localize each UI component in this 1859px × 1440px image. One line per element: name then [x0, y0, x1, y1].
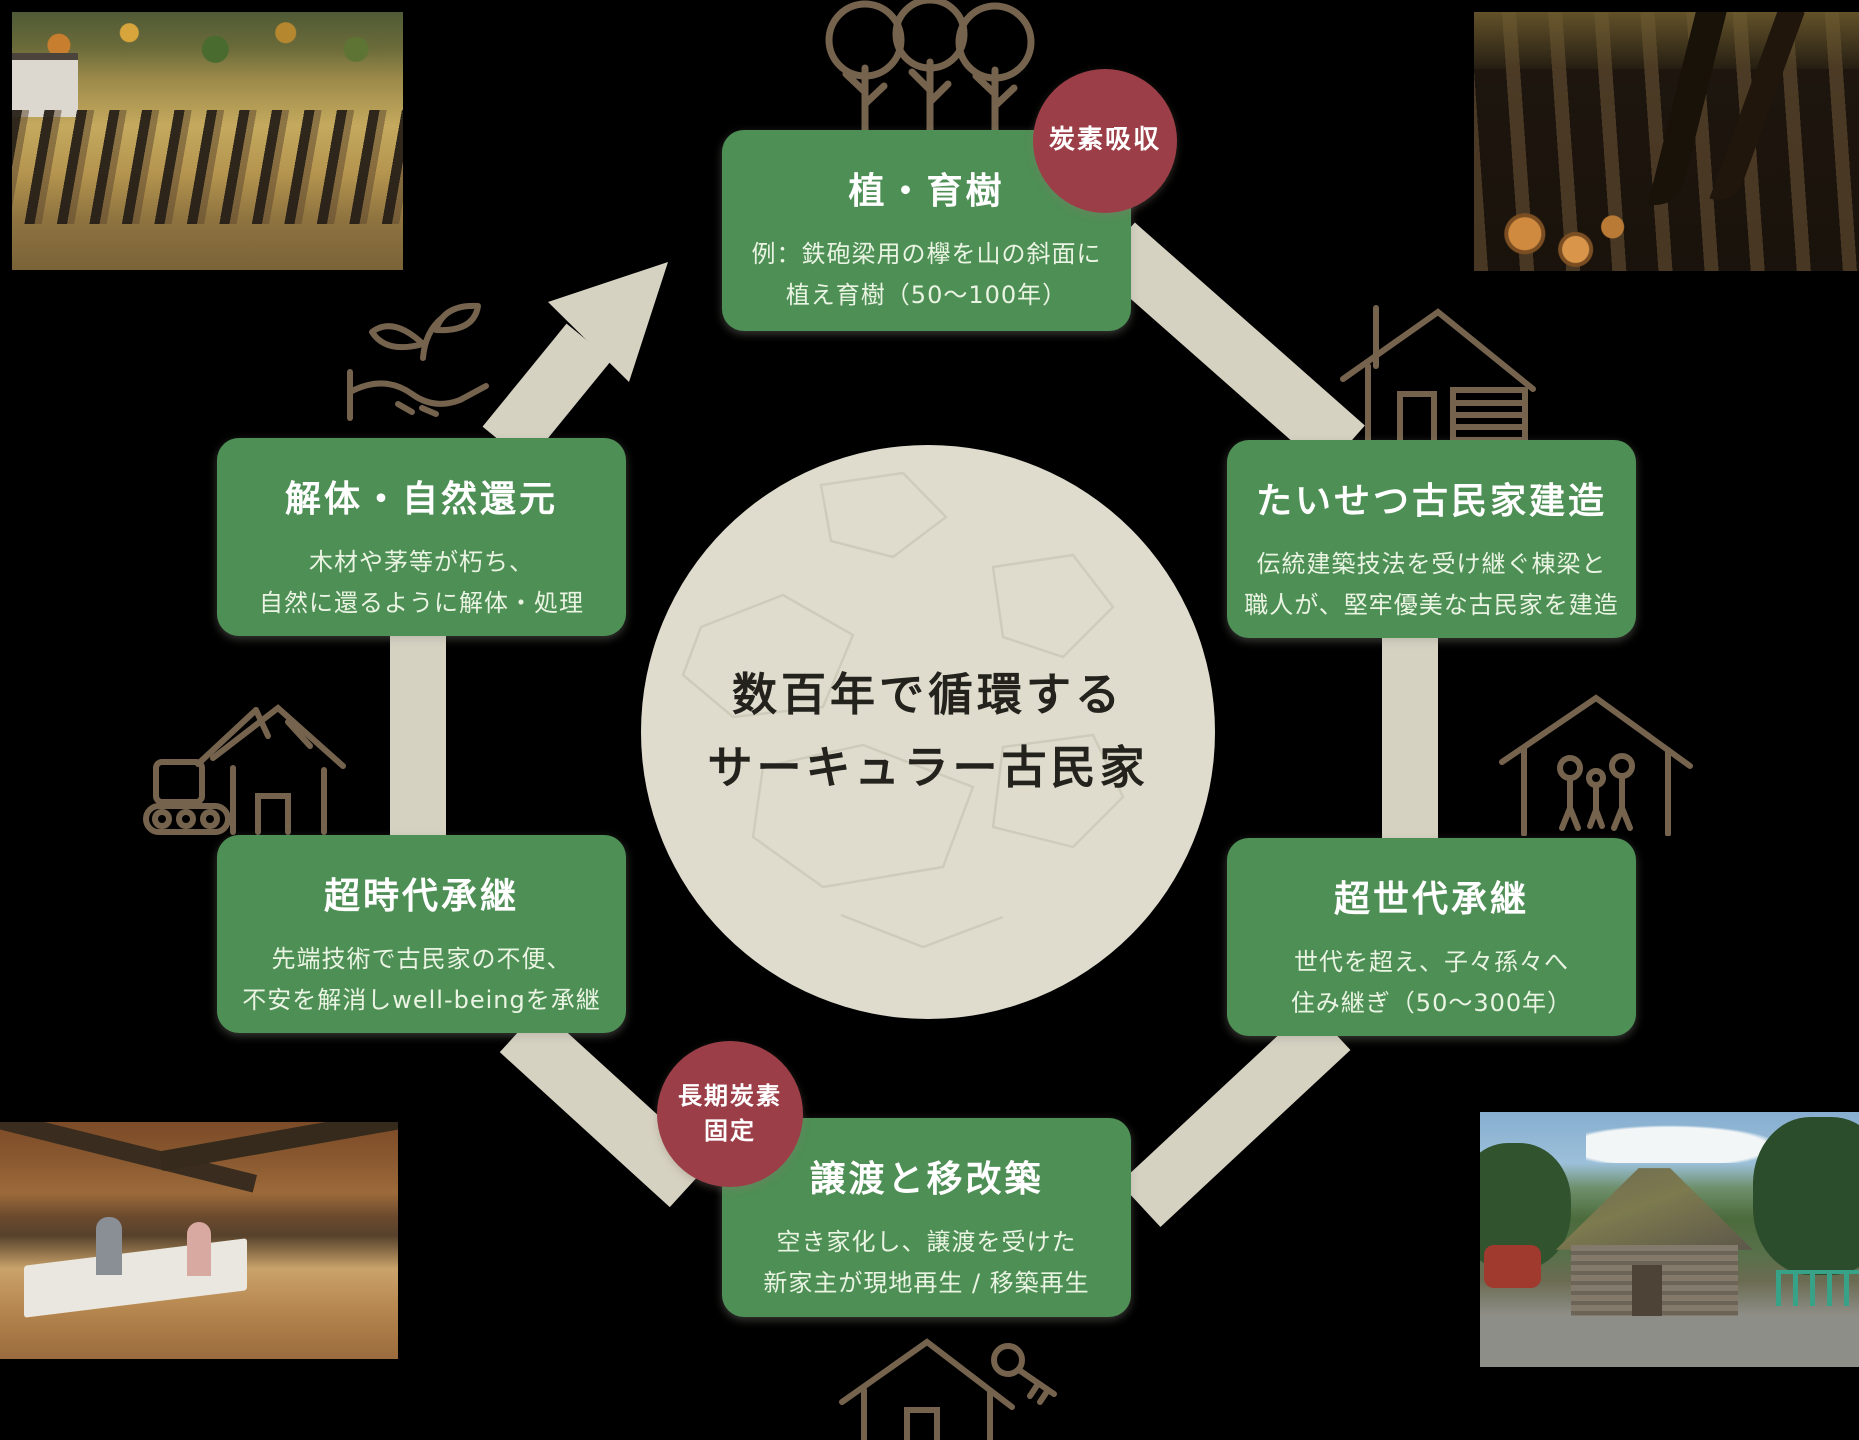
- stage-text-line2: 職人が、堅牢優美な古民家を建造: [1244, 590, 1619, 619]
- stage-text-line2: 不安を解消しwell-beingを承継: [242, 985, 601, 1014]
- carbon-absorption-badge: 炭素吸収: [1033, 69, 1177, 213]
- connector-bottom-right: [1119, 1006, 1351, 1227]
- photo-white-house: [12, 53, 79, 118]
- connector-top-right: [1095, 222, 1365, 471]
- stage-title: 超時代承継: [323, 876, 519, 917]
- cycle-arrowhead-icon: [548, 262, 668, 382]
- photo-teal-fence: [1775, 1270, 1859, 1306]
- photo-tree: [1752, 1117, 1859, 1276]
- seedling-in-hands-icon: [338, 296, 498, 434]
- stage-text-line2: 自然に還るように解体・処理: [259, 588, 584, 617]
- stage-card-transfer: 譲渡と移改築 空き家化し、譲渡を受けた 新家主が現地再生 / 移築再生: [722, 1118, 1131, 1317]
- stage-text-line1: 空き家化し、譲渡を受けた: [776, 1228, 1077, 1256]
- stage-title: 超世代承継: [1333, 879, 1529, 920]
- photo-person: [95, 1216, 122, 1275]
- photo-door: [1631, 1265, 1662, 1316]
- center-circle: 数百年で循環する サーキュラー古民家: [641, 445, 1215, 1019]
- center-title-line2: サーキュラー古民家: [707, 741, 1149, 794]
- stage-title: たいせつ古民家建造: [1255, 481, 1607, 522]
- trees-icon: [810, 0, 1050, 136]
- stage-text-line1: 伝統建築技法を受け継ぐ棟梁と: [1256, 550, 1607, 578]
- photo-log-ends: [1474, 172, 1705, 271]
- stage-card-generation: 超世代承継 世代を超え、子々孫々へ 住み継ぎ（50～300年）: [1227, 838, 1636, 1036]
- connector-bottom-left: [499, 1007, 711, 1208]
- badge-label-line1: 長期炭素: [678, 1082, 782, 1111]
- world-map-lines: [681, 471, 1125, 949]
- timber-logs-photo: [12, 12, 403, 270]
- badge-label: 炭素吸収: [1048, 125, 1161, 156]
- stage-text-line1: 木材や茅等が朽ち、: [309, 548, 534, 576]
- stage-text-line2: 植え育樹（50～100年）: [785, 280, 1068, 309]
- stage-title: 植・育樹: [848, 171, 1005, 212]
- stage-text-line2: 新家主が現地再生 / 移築再生: [763, 1268, 1090, 1297]
- stage-title: 解体・自然還元: [284, 479, 558, 520]
- photo-person: [187, 1221, 212, 1276]
- stage-text-line1: 先端技術で古民家の不便、: [271, 945, 572, 973]
- center-title: 数百年で循環する サーキュラー古民家: [707, 659, 1148, 805]
- stage-card-build: たいせつ古民家建造 伝統建築技法を受け継ぐ棟梁と 職人が、堅牢優美な古民家を建造: [1227, 440, 1636, 638]
- stage-text-line2: 住み継ぎ（50～300年）: [1290, 988, 1573, 1017]
- key-house-icon: [832, 1332, 1062, 1440]
- thatched-kominka-photo: [1480, 1112, 1859, 1367]
- photo-ceiling-beam: [159, 1122, 398, 1171]
- stage-card-era: 超時代承継 先端技術で古民家の不便、 不安を解消しwell-beingを承継: [217, 835, 626, 1033]
- photo-thatched-roof: [1555, 1168, 1753, 1250]
- excavator-demolition-icon: [138, 680, 348, 838]
- renovated-interior-photo: [0, 1122, 398, 1359]
- photo-red-container: [1483, 1244, 1541, 1288]
- bent-forest-photo: [1474, 12, 1859, 271]
- timber-frame-house-icon: [1338, 294, 1538, 444]
- stage-text-line1: 世代を超え、子々孫々へ: [1294, 948, 1569, 976]
- connector-arrow-tail: [482, 323, 612, 464]
- family-house-icon: [1498, 686, 1694, 836]
- stage-title: 譲渡と移改築: [809, 1159, 1044, 1200]
- photo-road: [1480, 1321, 1859, 1367]
- stage-text-line1: 例：鉄砲梁用の欅を山の斜面に: [751, 240, 1102, 268]
- photo-log-pile: [12, 110, 403, 224]
- badge-label-line2: 固定: [704, 1117, 756, 1145]
- stage-card-dismantle: 解体・自然還元 木材や茅等が朽ち、 自然に還るように解体・処理: [217, 438, 626, 636]
- long-term-carbon-fixation-badge: 長期炭素 固定: [657, 1041, 803, 1187]
- center-title-line1: 数百年で循環する: [731, 668, 1124, 722]
- photo-kitchen-counter: [23, 1238, 247, 1319]
